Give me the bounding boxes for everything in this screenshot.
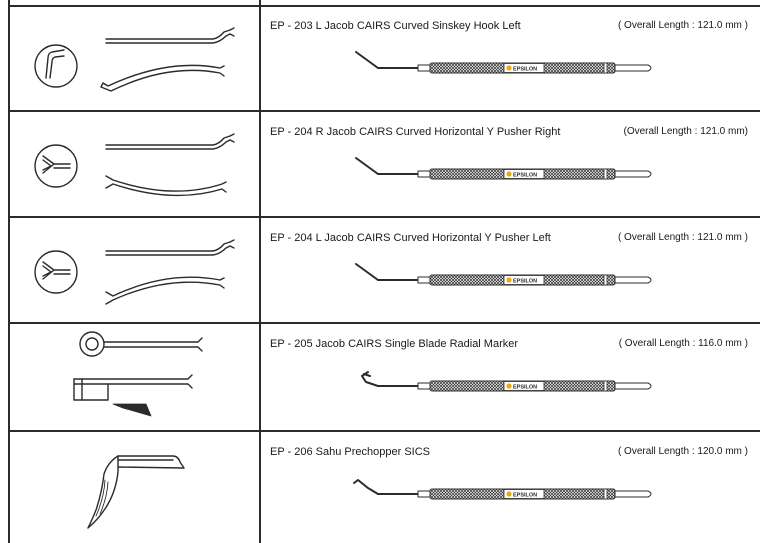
- product-info: EP - 204 L Jacob CAIRS Curved Horizontal…: [260, 218, 760, 322]
- product-row: EP - 203 L Jacob CAIRS Curved Sinskey Ho…: [8, 6, 760, 110]
- instrument-image: EPSILON: [355, 263, 652, 286]
- svg-text:EPSILON: EPSILON: [513, 278, 537, 284]
- sinskey-hook-sketch: [8, 6, 258, 110]
- product-title: EP - 206 Sahu Prechopper SICS: [270, 446, 431, 458]
- prechopper-sketch: [8, 432, 258, 543]
- row-divider: [8, 322, 760, 324]
- product-info: EP - 205 Jacob CAIRS Single Blade Radial…: [260, 324, 760, 430]
- product-title: EP - 205 Jacob CAIRS Single Blade Radial…: [270, 338, 519, 350]
- overall-length: (Overall Length : 121.0 mm): [623, 126, 749, 137]
- product-info: EP - 203 L Jacob CAIRS Curved Sinskey Ho…: [260, 6, 760, 110]
- product-info: EP - 204 R Jacob CAIRS Curved Horizontal…: [260, 112, 760, 216]
- product-row: EP - 204 R Jacob CAIRS Curved Horizontal…: [8, 112, 760, 216]
- table-column-divider: [259, 0, 261, 543]
- product-title: EP - 204 L Jacob CAIRS Curved Horizontal…: [270, 232, 551, 244]
- product-title: EP - 204 R Jacob CAIRS Curved Horizontal…: [270, 126, 561, 138]
- table-left-border: [8, 0, 10, 543]
- svg-text:EPSILON: EPSILON: [513, 384, 537, 390]
- overall-length: ( Overall Length : 116.0 mm ): [618, 338, 748, 349]
- svg-text:EPSILON: EPSILON: [513, 66, 537, 72]
- instrument-image: EPSILON: [355, 157, 652, 180]
- y-pusher-sketch: [8, 218, 258, 322]
- product-info: EP - 206 Sahu Prechopper SICS ( Overall …: [260, 432, 760, 543]
- instrument-image: EPSILON: [355, 51, 652, 74]
- product-row: EP - 204 L Jacob CAIRS Curved Horizontal…: [8, 218, 760, 322]
- svg-text:EPSILON: EPSILON: [513, 492, 537, 498]
- product-row: EP - 205 Jacob CAIRS Single Blade Radial…: [8, 324, 760, 430]
- overall-length: ( Overall Length : 120.0 mm ): [617, 446, 748, 457]
- instrument-image: EPSILON: [361, 371, 652, 392]
- overall-length: ( Overall Length : 121.0 mm ): [617, 20, 748, 31]
- row-divider: [8, 5, 760, 7]
- radial-marker-sketch: [8, 324, 258, 430]
- row-divider: [8, 216, 760, 218]
- y-pusher-sketch: [8, 112, 258, 216]
- instrument-image: EPSILON: [353, 479, 652, 500]
- product-title: EP - 203 L Jacob CAIRS Curved Sinskey Ho…: [270, 20, 521, 32]
- product-row: EP - 206 Sahu Prechopper SICS ( Overall …: [8, 432, 760, 543]
- row-divider: [8, 110, 760, 112]
- row-divider: [8, 430, 760, 432]
- svg-text:EPSILON: EPSILON: [513, 172, 537, 178]
- overall-length: ( Overall Length : 121.0 mm ): [617, 232, 748, 243]
